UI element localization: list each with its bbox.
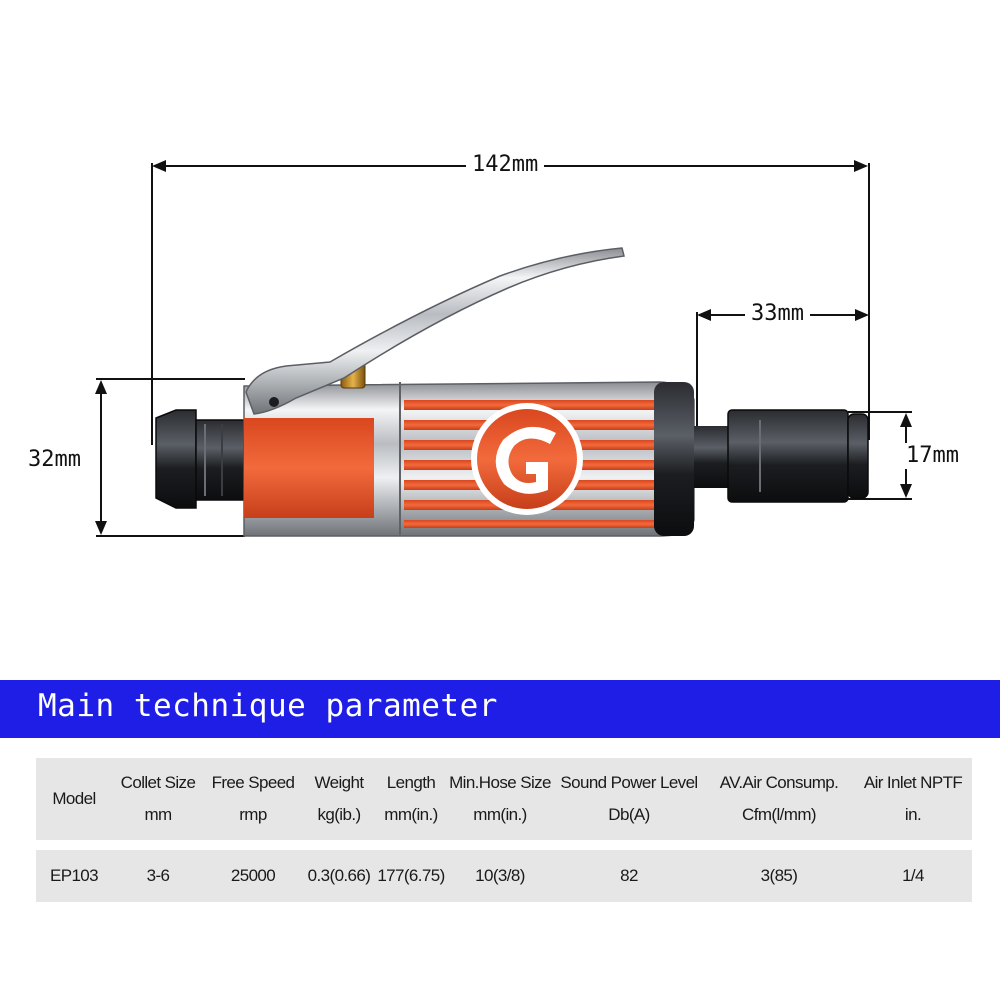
header-line-1: Air Inlet NPTF [863,773,963,792]
header-line-1: Free Speed [211,773,295,792]
table-header-cell: Model [36,758,112,840]
header-line-2: in. [904,805,922,824]
header-line-2: Cfm(l/mm) [742,805,817,824]
spindle [694,409,869,503]
table-cell: 25000 [204,850,302,902]
header-line-2: rmp [239,805,267,824]
table-header-cell: Length mm(in.) [376,758,446,840]
table-cell: 0.3(0.66) [302,850,376,902]
body-diameter-label: 32mm [26,447,83,473]
tool-body [243,381,695,537]
table-header-cell: Weight kg(ib.) [302,758,376,840]
spindle-length-label: 33mm [745,301,810,327]
spindle-diameter-label: 17mm [904,443,961,469]
header-line-2: Model [52,789,96,808]
header-line-1: Weight [314,773,364,792]
section-banner: Main technique parameter [0,680,1000,738]
table-cell: 10(3/8) [446,850,554,902]
body-diameter-dimension [95,378,245,537]
table-cell: EP103 [36,850,112,902]
overall-length-label: 142mm [466,152,545,178]
header-line-1: AV.Air Consump. [719,773,839,792]
die-grinder-illustration [95,160,912,537]
table-cell: 1/4 [854,850,972,902]
header-line-2: mm [144,805,172,824]
header-line-1: Collet Size [120,773,196,792]
table-cell: 177(6.75) [376,850,446,902]
collet-nut [155,409,245,509]
spec-table: Model Collet Size mm Free Speed rmp Weight kg(… [36,748,972,912]
header-line-2: Db(A) [608,805,650,824]
banner-title: Main technique parameter [38,688,498,724]
table-cell: 82 [554,850,704,902]
table-cell: 3(85) [704,850,854,902]
table-cell: 3-6 [112,850,204,902]
table-header-cell: Free Speed rmp [204,758,302,840]
header-line-2: kg(ib.) [317,805,361,824]
header-line-2: mm(in.) [384,805,438,824]
header-line-2: mm(in.) [473,805,527,824]
header-line-1: Length [386,773,436,792]
brand-logo [471,403,583,515]
table-header-cell: AV.Air Consump. Cfm(l/mm) [704,758,854,840]
product-diagram: 142mm 33mm 32mm 17mm [26,152,961,537]
header-line-1: Min.Hose Size [449,773,551,792]
table-header-row: Model Collet Size mm Free Speed rmp Weight kg(… [36,758,972,840]
table-header-cell: Min.Hose Size mm(in.) [446,758,554,840]
table-header-cell: Air Inlet NPTF in. [854,758,972,840]
header-line-1: Sound Power Level [560,773,698,792]
table-header-cell: Collet Size mm [112,758,204,840]
throttle-lever [245,247,625,415]
